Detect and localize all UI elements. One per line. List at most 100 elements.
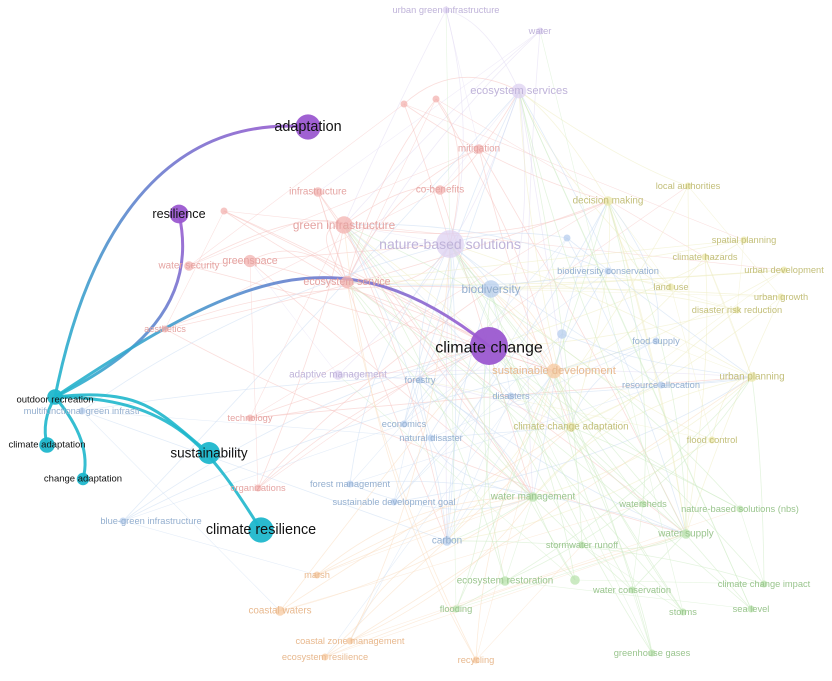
background-link bbox=[490, 286, 738, 311]
node-economics[interactable] bbox=[400, 420, 408, 428]
label-layer: climate changeadaptationresilienceoutdoo… bbox=[8, 5, 824, 665]
node-blue-green-infrastructure[interactable] bbox=[119, 517, 127, 525]
background-link bbox=[751, 376, 765, 585]
node-climate-adaptation[interactable] bbox=[39, 437, 55, 453]
node-red-c[interactable] bbox=[220, 207, 228, 215]
node-watersheds[interactable] bbox=[639, 500, 647, 508]
node-change-adaptation[interactable] bbox=[76, 472, 90, 486]
node-greenspace[interactable] bbox=[243, 254, 257, 268]
background-link bbox=[449, 243, 684, 613]
node-sustainable-development-goal[interactable] bbox=[390, 498, 398, 506]
node-local-authorities[interactable] bbox=[684, 182, 692, 190]
background-link bbox=[316, 496, 534, 576]
node-flood-control[interactable] bbox=[708, 436, 716, 444]
background-link bbox=[346, 239, 745, 283]
node-resilience[interactable] bbox=[169, 204, 189, 224]
node-spatial-planning[interactable] bbox=[740, 236, 748, 244]
node-ecosystem-resilience[interactable] bbox=[321, 653, 329, 661]
node-green-a[interactable] bbox=[570, 575, 580, 585]
node-red-b[interactable] bbox=[432, 95, 440, 103]
node-storms[interactable] bbox=[679, 608, 687, 616]
node-natural-disaster[interactable] bbox=[427, 434, 435, 442]
node-multifunctional-green-infrastr[interactable] bbox=[78, 407, 86, 415]
node-water-security[interactable] bbox=[184, 261, 194, 271]
node-mitigation[interactable] bbox=[474, 144, 484, 154]
node-urban-planning[interactable] bbox=[747, 372, 757, 382]
node-forestry[interactable] bbox=[416, 376, 424, 384]
background-link bbox=[122, 90, 520, 522]
node-green-infrastructure[interactable] bbox=[335, 216, 353, 234]
node-blue-a[interactable] bbox=[563, 234, 571, 242]
node-urban-growth[interactable] bbox=[777, 293, 785, 301]
node-nature-based-solutions-nbs[interactable] bbox=[736, 505, 744, 513]
background-link bbox=[739, 508, 765, 585]
node-aesthetics[interactable] bbox=[161, 325, 169, 333]
node-marsh[interactable] bbox=[313, 571, 321, 579]
background-link bbox=[532, 496, 633, 591]
node-water[interactable] bbox=[536, 27, 544, 35]
node-forest-management[interactable] bbox=[346, 480, 354, 488]
node-ecosystem-services[interactable] bbox=[511, 83, 527, 99]
background-link bbox=[257, 224, 345, 489]
background-link bbox=[324, 426, 572, 658]
label-green-infrastructure: green infrastructure bbox=[293, 218, 396, 232]
label-urban-growth: urban growth bbox=[754, 292, 808, 302]
node-ecosystem-service[interactable] bbox=[340, 275, 354, 289]
node-co-benefits[interactable] bbox=[435, 185, 445, 195]
node-greenhouse-gases[interactable] bbox=[648, 649, 656, 657]
node-climate-change-adaptation[interactable] bbox=[566, 422, 576, 432]
highlight-link-climate-change bbox=[53, 276, 491, 399]
node-biodiversity-conservation[interactable] bbox=[604, 267, 612, 275]
node-adaptive-management[interactable] bbox=[333, 370, 343, 380]
node-urban-green-infrastructure[interactable] bbox=[442, 6, 450, 14]
node-decision-making[interactable] bbox=[603, 196, 613, 206]
node-sustainability[interactable] bbox=[198, 442, 220, 464]
background-link bbox=[631, 589, 653, 654]
node-water-supply[interactable] bbox=[681, 529, 691, 539]
background-link bbox=[349, 496, 534, 642]
node-organizations[interactable] bbox=[254, 484, 262, 492]
node-climate-hazards[interactable] bbox=[701, 253, 709, 261]
node-stormwater-runoff[interactable] bbox=[578, 541, 586, 549]
background-link bbox=[518, 90, 572, 428]
node-red-a[interactable] bbox=[400, 100, 408, 108]
node-sustainable-development[interactable] bbox=[546, 363, 562, 379]
node-carbon[interactable] bbox=[442, 536, 452, 546]
background-link bbox=[553, 270, 609, 372]
node-flooding[interactable] bbox=[452, 605, 460, 613]
background-link bbox=[343, 224, 448, 542]
background-link bbox=[316, 496, 534, 576]
node-disaster-risk-reduction[interactable] bbox=[733, 306, 741, 314]
node-food-supply[interactable] bbox=[652, 337, 660, 345]
node-biodiversity[interactable] bbox=[482, 280, 500, 298]
node-adaptation[interactable] bbox=[295, 114, 321, 140]
background-link bbox=[539, 30, 684, 613]
node-resource-allocation[interactable] bbox=[657, 381, 665, 389]
node-urban-development[interactable] bbox=[780, 266, 788, 274]
node-technology[interactable] bbox=[246, 414, 254, 422]
background-link bbox=[164, 210, 225, 330]
node-climate-change-impact[interactable] bbox=[760, 580, 768, 588]
node-infrastructure[interactable] bbox=[313, 187, 323, 197]
node-water-management[interactable] bbox=[528, 492, 538, 502]
node-coastal-waters[interactable] bbox=[275, 606, 285, 616]
node-climate-change[interactable] bbox=[470, 327, 508, 365]
node-disasters[interactable] bbox=[507, 392, 515, 400]
node-sea-level[interactable] bbox=[747, 605, 755, 613]
node-climate-resilience[interactable] bbox=[248, 517, 274, 543]
label-ecosystem-restoration: ecosystem restoration bbox=[457, 576, 554, 587]
background-link bbox=[446, 370, 555, 542]
label-nature-based-solutions: nature-based solutions bbox=[379, 236, 521, 252]
node-outdoor-recreation[interactable] bbox=[47, 389, 63, 405]
node-recycling[interactable] bbox=[472, 656, 480, 664]
background-link bbox=[343, 224, 451, 245]
node-water-conservation[interactable] bbox=[628, 586, 636, 594]
node-coastal-zone-management[interactable] bbox=[346, 637, 354, 645]
node-land-use[interactable] bbox=[667, 283, 675, 291]
node-nature-based-solutions[interactable] bbox=[436, 230, 464, 258]
node-ecosystem-restoration[interactable] bbox=[500, 576, 510, 586]
background-link bbox=[478, 148, 572, 428]
node-blue-b[interactable] bbox=[557, 329, 567, 339]
